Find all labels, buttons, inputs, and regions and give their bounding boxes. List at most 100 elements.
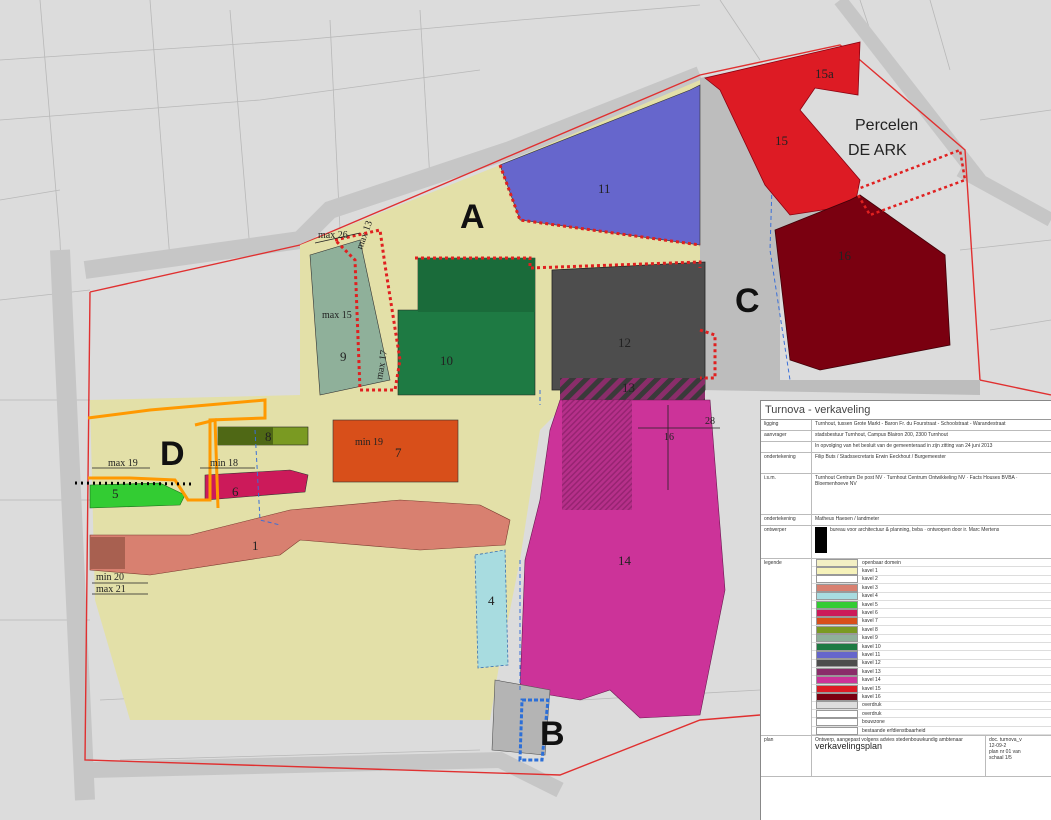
lot-4 <box>474 549 509 669</box>
dim-label: max 19 <box>108 458 138 469</box>
legend-item: kavel 5 <box>812 600 1051 610</box>
legend-swatch <box>816 617 858 626</box>
row-key: ontwerper <box>761 526 812 558</box>
row-value: Turnhout, tussen Grote Markt - Baron Fr.… <box>815 421 1006 427</box>
legend-swatch <box>816 567 858 576</box>
lot-3 <box>89 499 511 576</box>
legend-swatch <box>816 575 858 584</box>
legend-item-label: kavel 11 <box>862 651 881 658</box>
legend-item-label: bestaande erfdienstbaarheid <box>862 727 926 734</box>
streets <box>50 0 1051 801</box>
lot-number: 13 <box>622 380 635 395</box>
legend-swatch <box>816 676 858 685</box>
percelen-label-1: Percelen <box>855 117 918 134</box>
lot-number: 11 <box>598 181 611 196</box>
lot-number: 16 <box>838 248 852 263</box>
lot-12 <box>551 261 706 391</box>
legend-item: kavel 13 <box>812 667 1051 677</box>
plan-meta: doc. turnova_v 12-09-2 plan nr 01 van sc… <box>985 736 1051 777</box>
zone-d-outline-inner <box>194 418 220 509</box>
zone-d-outline <box>87 398 267 502</box>
legend-item: kavel 1 <box>812 567 1051 576</box>
easement-line <box>74 481 196 486</box>
row-value: Filip Buts / Stadssecretaris Erwin Eeckh… <box>815 454 946 460</box>
legend-item: kavel 10 <box>812 642 1051 652</box>
legend-swatch <box>816 642 858 651</box>
legend-item-label: bouwzone <box>862 719 885 726</box>
percelen-de-ark-outline <box>853 148 967 217</box>
legend-row: In opvolging van het besluit van de geme… <box>761 442 1051 453</box>
doc-label: doc. turnova_v <box>989 737 1022 744</box>
lot-7 <box>332 419 459 483</box>
dim-label: min 19 <box>355 437 383 448</box>
plan-title: verkavelingsplan <box>815 741 883 752</box>
legend-swatch <box>816 709 858 718</box>
dim-label: max 17 <box>374 349 390 380</box>
dim-label: max 15 <box>322 310 352 321</box>
dim-label: 16 <box>664 432 674 443</box>
legend-item-label: kavel 16 <box>862 693 881 700</box>
row-key: ondertekening <box>761 453 812 473</box>
legend-item-label: kavel 15 <box>862 685 881 692</box>
legend-swatch <box>816 692 858 701</box>
row-value: Matheus Haesen / landmeter <box>815 516 880 522</box>
legend-item: kavel 2 <box>812 575 1051 585</box>
legend-swatch <box>816 600 858 609</box>
legend-item: kavel 4 <box>812 592 1051 601</box>
lot-number: 15a <box>815 66 834 81</box>
lot-number: 4 <box>488 593 495 608</box>
legend-item: openbaar domein <box>812 558 1051 568</box>
lot-number: 14 <box>618 553 632 568</box>
legend-item-label: kavel 3 <box>862 584 878 591</box>
plan-scale: schaal 1/5 <box>989 755 1012 762</box>
zone-a-contour-top <box>498 164 701 247</box>
row-key: ondertekening <box>761 515 812 525</box>
lot-number: 6 <box>232 484 239 499</box>
lot-number: 1 <box>252 538 259 553</box>
legend-item: kavel 15 <box>812 684 1051 694</box>
legend-item: kavel 6 <box>812 609 1051 618</box>
lot-number: 10 <box>440 353 453 368</box>
lot-number: 9 <box>340 349 347 364</box>
legend-row: ontwerper bureau voor architectuur & plan… <box>761 526 1051 559</box>
plan-row: plan Ontwerp, aangepast volgens advies s… <box>761 736 1051 778</box>
dimension-lines <box>92 232 361 595</box>
row-key <box>761 442 812 452</box>
lot-number: 7 <box>395 445 402 460</box>
lot-number: 15 <box>775 133 788 148</box>
row-key: i.s.m. <box>761 474 812 514</box>
dim-label: min 18 <box>210 458 238 469</box>
legend-item-label: openbaar domein <box>862 559 901 566</box>
legend-item-label: kavel 7 <box>862 618 878 625</box>
legend-swatch <box>816 659 858 668</box>
legend-swatch <box>816 625 858 634</box>
legend-item-label: kavel 8 <box>862 626 878 633</box>
lot-3-corner <box>90 537 125 569</box>
lot-6 <box>204 469 309 501</box>
lot-8-left <box>218 427 273 445</box>
row-key: ligging <box>761 420 812 430</box>
legend-swatch <box>816 726 858 735</box>
legend-item: kavel 14 <box>812 676 1051 685</box>
lot-14-zone <box>562 400 632 510</box>
zone-a-contour <box>332 228 717 392</box>
legend-item: kavel 9 <box>812 634 1051 643</box>
legend-item-label: kavel 14 <box>862 677 881 684</box>
legend-item-label: kavel 2 <box>862 576 878 583</box>
legend-item-label: kavel 12 <box>862 660 881 667</box>
lot-9 <box>309 239 391 396</box>
row-key: aanvrager <box>761 431 812 441</box>
legend-item: bouwzone <box>812 718 1051 727</box>
legend-item-label: kavel 10 <box>862 643 881 650</box>
legend-item-label: kavel 6 <box>862 610 878 617</box>
legend-item: kavel 16 <box>812 692 1051 702</box>
legend-item: overdruk <box>812 701 1051 711</box>
dim-label: max 21 <box>96 584 126 595</box>
legend-swatch <box>816 609 858 618</box>
row-value: bureau voor architectuur & planning, bvb… <box>830 527 1000 533</box>
zone-label-c: C <box>735 282 760 320</box>
legend-swatch <box>816 592 858 601</box>
